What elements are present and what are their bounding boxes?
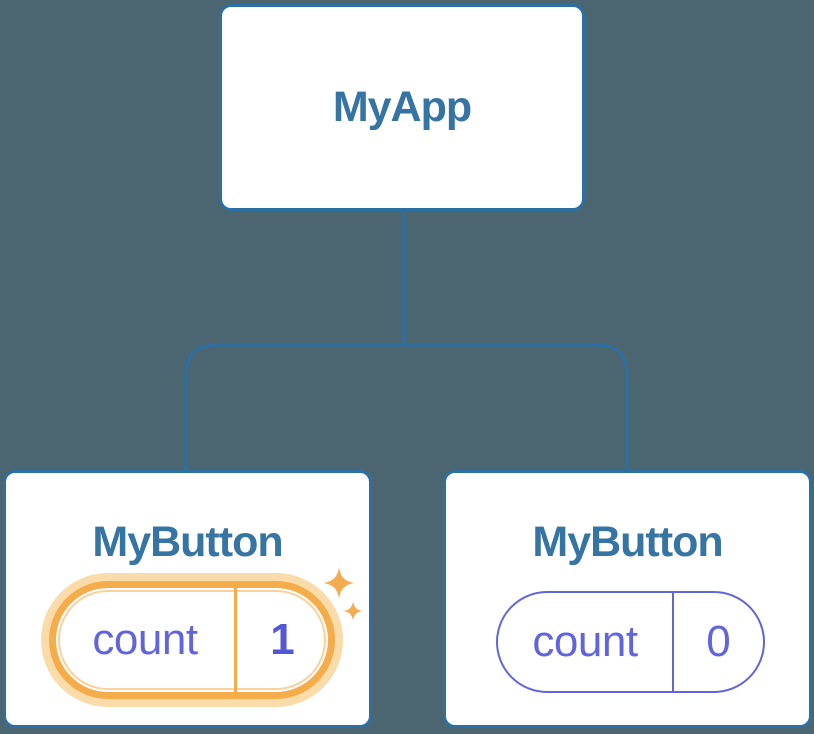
root-node-label: MyApp — [332, 83, 472, 131]
state-value-label: 0 — [706, 617, 731, 666]
branch-line — [184, 343, 629, 471]
right-node-label: MyButton — [532, 518, 723, 566]
state-key-cell: count — [56, 588, 234, 692]
component-node-root: MyApp — [219, 4, 585, 211]
state-pill: count 0 — [496, 591, 765, 693]
state-key-label: count — [532, 617, 638, 666]
component-node-button-right: MyButton count 0 — [443, 470, 812, 728]
state-value-cell: 1 — [237, 588, 328, 692]
sparkle-small-icon — [343, 601, 363, 621]
pill-divider — [234, 588, 237, 692]
state-key-label: count — [92, 615, 198, 664]
state-pill-highlighted: count 1 — [49, 581, 335, 699]
component-node-button-left: MyButton count 1 — [3, 470, 372, 728]
state-key-cell: count — [498, 593, 672, 691]
state-value-label: 1 — [270, 615, 295, 664]
state-value-cell: 0 — [674, 593, 763, 691]
left-node-label: MyButton — [92, 518, 283, 566]
pill-divider — [672, 593, 674, 691]
sparkle-large-icon — [323, 567, 355, 599]
